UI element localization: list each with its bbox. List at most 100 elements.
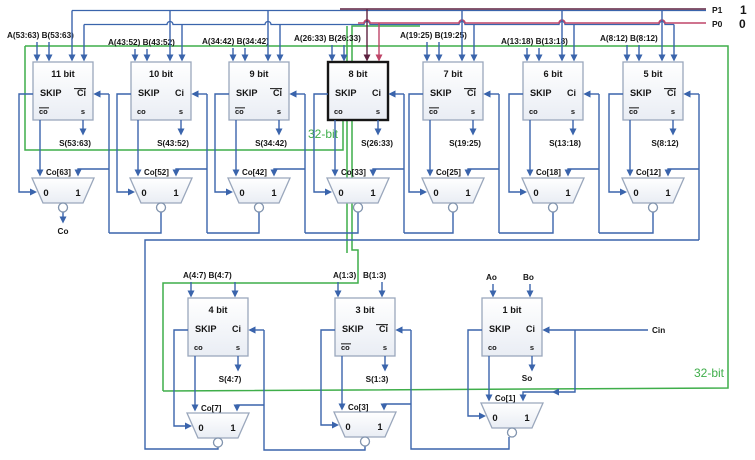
ci-pin-label: Ci [526,324,535,334]
arrowhead-icon [128,188,135,196]
arrowhead-icon [338,403,346,411]
co-pin-label: co [137,107,146,116]
skip-select-wire [313,93,328,193]
arrowhead-icon [669,128,677,136]
carry-select-mux [326,177,390,204]
arrowhead-icon [426,169,434,177]
skip-pin-label: SKIP [195,324,216,334]
skip-select-wire [467,329,482,417]
mux-output-node [155,202,167,213]
arrowhead-icon [340,54,348,62]
ci-pin-label: Ci [667,88,676,98]
s-pin-label: s [376,107,380,116]
wire [236,404,264,408]
arrowhead-icon [620,188,627,196]
input-operands-label: A(19:25) B(19:25) [400,31,467,40]
arrowhead-icon [33,54,41,62]
arrowhead-icon [489,290,497,298]
arrowhead-icon [535,54,543,62]
co-pin-label: co [194,343,203,352]
arrowhead-icon [519,394,527,402]
skip-pin-label: SKIP [138,88,159,98]
mux-carry-label: Co[18] [536,168,561,177]
arrowhead-icon [264,54,272,62]
co-pin-label: co [341,343,350,352]
arrowhead-icon [458,54,466,62]
block-title: 9 bit [250,69,269,79]
wire [467,168,499,173]
arrowhead-icon [275,128,283,136]
skip-pin-label: SKIP [236,88,257,98]
mux-input-0: 0 [141,188,146,199]
arrowhead-icon [191,90,199,98]
s-pin-label: s [571,107,575,116]
arrowhead-icon [334,290,342,298]
p0-value: 0 [739,17,746,31]
arrowhead-icon [658,54,666,62]
skip-pin-label: SKIP [40,88,61,98]
mux-carry-label: Co[1] [495,394,516,403]
arrowhead-icon [363,54,371,62]
sum-output-label: So [522,374,532,383]
arrowhead-icon [623,54,631,62]
mux-carry-label: Co[25] [436,168,461,177]
arrowhead-icon [68,54,76,62]
skip-pin-label: SKIP [489,324,510,334]
arrowhead-icon [683,90,691,98]
green-32bit-co-feed [24,46,344,151]
arrowhead-icon [248,326,256,334]
p0-rail [84,20,674,26]
s-pin-label: s [471,107,475,116]
block-title: 8 bit [349,69,368,79]
mux-carry-label: Co[33] [341,168,366,177]
arrowhead-icon [325,188,332,196]
ci-pin-label: Ci [77,88,86,98]
p0-label: P0 [712,19,723,29]
wire [567,168,599,173]
skip-select-wire [608,93,623,193]
arrowhead-icon [528,364,536,372]
mux-input-1: 1 [665,188,671,199]
mux-output-wire [599,212,654,234]
s-pin-label: s [236,343,240,352]
green-32bit-loop [162,25,420,391]
arrowhead-icon [670,54,678,62]
arrowhead-icon [470,54,478,62]
wire [273,168,305,173]
block-body [32,61,94,121]
arrowhead-icon [231,290,239,298]
arrowhead-icon [166,54,174,62]
mux-input-1: 1 [377,422,383,433]
skip-select-wire [18,93,33,193]
co-pin-label: co [39,107,48,116]
arrowhead-icon [233,404,241,412]
arrowhead-icon [558,54,566,62]
p1-value: 1 [740,3,747,17]
bit32-label: 32-bit [694,366,725,380]
mux-output-node [447,202,459,213]
arrowhead-icon [80,54,88,62]
mux-input-0: 0 [533,188,538,199]
input-operands-label: A(8:12) B(8:12) [600,34,658,43]
ci-pin-label: Ci [372,88,381,98]
arrowhead-icon [664,169,672,177]
arrowhead-icon [569,128,577,136]
skip-select-wire [116,93,131,193]
block-title: 4 bit [209,305,228,315]
arrowhead-icon [36,169,44,177]
arrowhead-icon [59,216,67,224]
arrowhead-icon [332,421,339,429]
mux-input-1: 1 [271,188,277,199]
skip-pin-label: SKIP [335,88,356,98]
block-body [522,61,584,121]
block-title: 3 bit [356,305,375,315]
arrowhead-icon [483,90,491,98]
mux-input-0: 0 [43,188,48,199]
mux-output-wire [263,330,366,451]
carry-select-mux [333,411,397,438]
arrowhead-icon [526,169,534,177]
arrowhead-icon [381,364,389,372]
wire [383,403,411,407]
block-title: 11 bit [51,69,75,79]
arrowhead-icon [226,188,233,196]
